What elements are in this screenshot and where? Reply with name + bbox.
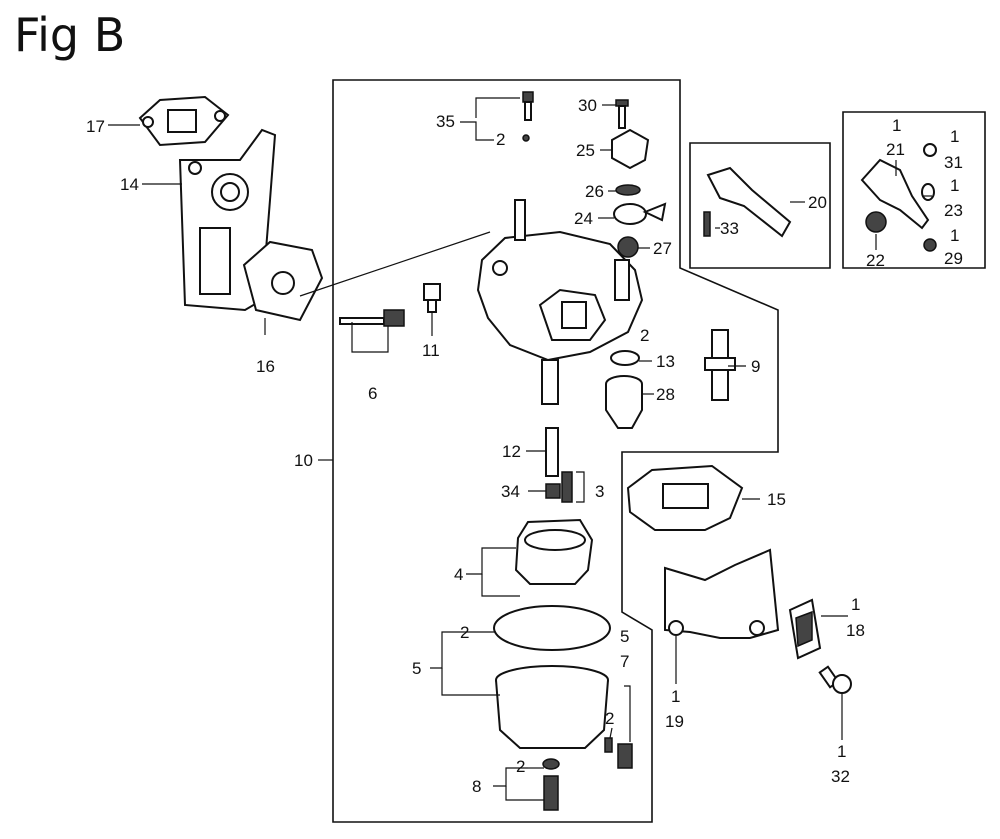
label-28: 28 (656, 385, 675, 404)
bracket-19 (664, 548, 780, 639)
label-29: 29 (944, 249, 963, 268)
carburetor-body (476, 199, 644, 405)
label-23: 23 (944, 201, 963, 220)
label-12: 12 (502, 442, 521, 461)
drain-screw-7 (604, 737, 633, 769)
label-23-qty: 1 (950, 176, 959, 195)
kit-frame-20 (689, 142, 831, 269)
needle-3 (561, 471, 573, 503)
label-14: 14 (120, 175, 139, 194)
label-24: 24 (574, 209, 593, 228)
nozzle-34 (545, 483, 561, 499)
bolt-8 (542, 758, 560, 811)
label-7: 7 (620, 652, 629, 671)
screw-30 (615, 99, 629, 129)
label-5-drain: 5 (620, 627, 629, 646)
label-32-qty: 1 (837, 742, 846, 761)
screw-11 (423, 283, 441, 313)
label-11: 11 (422, 341, 440, 360)
label-2-washer: 2 (496, 130, 505, 149)
label-16: 16 (256, 357, 275, 376)
label-32: 32 (831, 767, 850, 786)
spring-26 (615, 184, 641, 196)
label-5-chamber: 5 (412, 659, 421, 678)
label-4: 4 (454, 565, 463, 584)
label-35: 35 (436, 112, 455, 131)
kit-frame-21 (842, 111, 986, 269)
figure-title: Fig B (14, 8, 126, 62)
screw-35 (522, 91, 534, 121)
part-labels: 17 14 16 35 2 30 25 26 24 27 11 6 2 13 2… (86, 96, 963, 796)
label-21: 21 (886, 140, 905, 159)
cover-25 (611, 128, 650, 170)
leader-16-carb (299, 231, 491, 297)
label-17: 17 (86, 117, 105, 136)
clip-18 (788, 598, 822, 660)
label-6: 6 (368, 384, 377, 403)
wrench-20 (703, 166, 792, 238)
label-19: 19 (665, 712, 684, 731)
label-10: 10 (294, 451, 313, 470)
label-31: 31 (944, 153, 963, 172)
label-19-qty: 1 (671, 687, 680, 706)
label-2-chamber: 2 (460, 623, 469, 642)
gasket-16 (242, 240, 324, 322)
label-3: 3 (595, 482, 604, 501)
group-frame-10 (332, 79, 779, 823)
label-34: 34 (501, 482, 520, 501)
label-27: 27 (653, 239, 672, 258)
label-2-drain: 2 (605, 709, 614, 728)
label-20: 20 (808, 193, 827, 212)
label-30: 30 (578, 96, 597, 115)
label-33: 33 (720, 219, 739, 238)
label-18-qty: 1 (851, 595, 860, 614)
gasket-15 (626, 464, 744, 531)
bolt-32 (818, 665, 852, 694)
leader-lines (108, 97, 932, 801)
pilot-screw-6 (339, 309, 405, 327)
label-31-qty: 1 (950, 127, 959, 146)
float-chamber-5 (493, 605, 611, 749)
label-29-qty: 1 (950, 226, 959, 245)
label-26: 26 (585, 182, 604, 201)
label-21-qty: 1 (892, 116, 901, 135)
label-15: 15 (767, 490, 786, 509)
label-2-bolt: 2 (516, 757, 525, 776)
washer-2a (522, 134, 530, 142)
label-9: 9 (751, 357, 760, 376)
label-13: 13 (656, 352, 675, 371)
float-4 (514, 518, 594, 585)
oring-13 (610, 350, 640, 366)
label-22: 22 (866, 251, 885, 270)
gasket-17 (138, 95, 230, 147)
label-18: 18 (846, 621, 865, 640)
label-25: 25 (576, 141, 595, 160)
label-2-oring: 2 (640, 326, 649, 345)
main-jet-12 (545, 427, 559, 477)
label-8: 8 (472, 777, 481, 796)
gasket-27 (617, 236, 639, 258)
clip-9 (704, 329, 736, 401)
float-valve-seat-28 (605, 375, 643, 429)
choke-lever-21 (860, 143, 937, 252)
diaphragm-24 (613, 202, 667, 225)
